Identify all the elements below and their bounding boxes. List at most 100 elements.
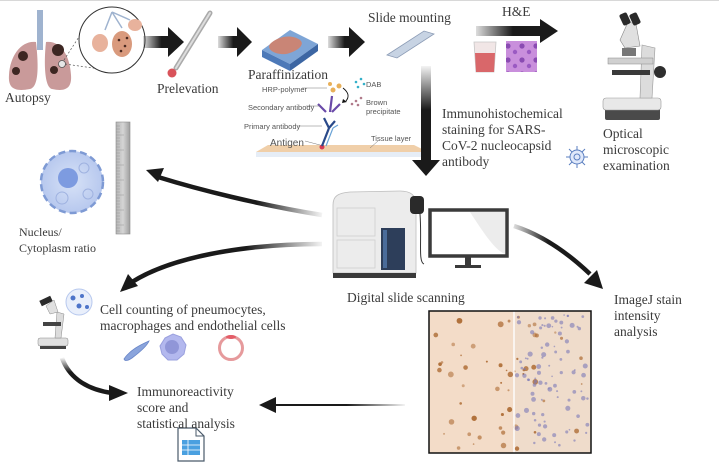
label-nc-ratio: Nucleus/ Cytoplasm ratio <box>19 225 96 255</box>
dab-stain-spot <box>505 369 508 372</box>
dab-stain-spot <box>498 426 503 430</box>
hematoxylin-nucleus <box>540 346 544 349</box>
label-tissue-layer: Tissue layer <box>371 134 412 143</box>
dab-stain-spot <box>443 432 446 435</box>
label-he: H&E <box>502 4 531 19</box>
arrowhead <box>120 274 138 292</box>
hematoxylin-nucleus <box>544 381 548 385</box>
dab-stain-spot <box>579 356 583 360</box>
hematoxylin-nucleus <box>538 316 542 320</box>
hematoxylin-nucleus <box>533 441 536 445</box>
dab-stain-spot <box>461 384 465 388</box>
hematoxylin-nucleus <box>551 375 553 378</box>
hematoxylin-nucleus <box>524 357 527 360</box>
arrowhead <box>584 270 603 289</box>
hematoxylin-nucleus <box>541 412 545 417</box>
hematoxylin-nucleus <box>541 324 544 327</box>
lungs-icon <box>8 10 72 90</box>
hematoxylin-nucleus <box>526 378 530 382</box>
hematoxylin-nucleus <box>532 411 536 416</box>
glass-slide-icon <box>386 30 435 59</box>
label-cell-counting: Cell counting of pneumocytes, macrophage… <box>100 302 286 333</box>
dab-stain-spot <box>437 367 442 373</box>
dab-stain-spot <box>507 371 514 378</box>
dab-stain-spot <box>507 319 511 323</box>
dab-stain-spot <box>460 354 462 357</box>
dab-stain-spot <box>516 357 519 361</box>
hematoxylin-nucleus <box>540 398 543 401</box>
dab-stain-spot <box>470 343 476 349</box>
dab-stain-spot <box>574 428 580 434</box>
hematoxylin-nucleus <box>543 420 546 423</box>
hematoxylin-nucleus <box>572 390 577 394</box>
hematoxylin-nucleus <box>554 319 558 323</box>
dab-stain-spot <box>498 363 503 368</box>
dab-stain-spot <box>451 342 456 347</box>
label-dab: DAB <box>366 80 382 89</box>
dab-stain-spot <box>497 321 504 328</box>
macrophage-icon <box>159 333 187 361</box>
label-paraffinization: Paraffinization <box>248 67 328 82</box>
dab-stain-spot <box>533 430 537 434</box>
dab-stain-spot <box>501 430 506 435</box>
pneumocyte-icon <box>123 340 150 361</box>
hematoxylin-nucleus <box>531 397 536 402</box>
dab-stain-spot <box>477 435 482 440</box>
hematoxylin-nucleus <box>571 370 576 375</box>
arrow-imagej-to-score <box>259 397 405 413</box>
arrow-slide-to-scanner <box>412 66 440 176</box>
arrow-paraffin-to-slide <box>328 27 365 57</box>
hematoxylin-nucleus <box>553 383 557 388</box>
hematoxylin-nucleus <box>553 345 556 348</box>
hematoxylin-nucleus <box>544 317 547 320</box>
label-ihc-staining: Immunohistochemical staining for SARS- C… <box>442 106 563 169</box>
hematoxylin-nucleus <box>532 383 537 387</box>
hematoxylin-nucleus <box>558 443 561 447</box>
hematoxylin-nucleus <box>551 325 554 328</box>
hematoxylin-nucleus <box>536 370 541 375</box>
hematoxylin-nucleus <box>573 439 576 442</box>
dab-stain-spot <box>438 362 442 367</box>
hematoxylin-nucleus <box>557 331 562 336</box>
arrow-scanner-to-nc-ratio <box>157 174 323 218</box>
hematoxylin-nucleus <box>550 316 555 320</box>
dab-stain-spot <box>433 332 439 338</box>
hematoxylin-nucleus <box>523 367 526 371</box>
hematoxylin-nucleus <box>585 431 588 435</box>
hematoxylin-nucleus <box>534 377 537 380</box>
hematoxylin-nucleus <box>568 428 571 431</box>
hematoxylin-nucleus <box>533 379 538 384</box>
dab-stain-spot <box>471 415 477 421</box>
hematoxylin-nucleus <box>569 322 575 328</box>
hematoxylin-nucleus <box>533 418 537 422</box>
alveoli-magnifier-icon <box>63 6 146 74</box>
label-autopsy: Autopsy <box>5 90 51 105</box>
ihc-antibody-diagram <box>256 77 428 157</box>
cell-icon <box>39 149 105 215</box>
label-prelevation: Prelevation <box>157 81 219 96</box>
paraffin-block-icon <box>262 30 318 71</box>
hematoxylin-nucleus <box>539 326 543 330</box>
dab-stain-spot <box>472 443 475 445</box>
dab-stain-spot <box>457 318 460 321</box>
hematoxylin-nucleus <box>577 326 582 331</box>
hematoxylin-nucleus <box>556 390 559 393</box>
hematoxylin-nucleus <box>538 380 543 385</box>
hematoxylin-nucleus <box>530 391 535 396</box>
label-digital-slide-scanning: Digital slide scanning <box>347 290 465 305</box>
hematoxylin-nucleus <box>536 432 541 437</box>
stain-beaker-icon <box>473 41 497 73</box>
hematoxylin-nucleus <box>543 324 546 327</box>
hematoxylin-nucleus <box>516 320 522 325</box>
arrow-cell-counting-to-score <box>59 357 113 396</box>
arrow-scanner-to-imagej <box>513 223 592 276</box>
dab-stain-spot <box>500 412 504 417</box>
dab-stain-spot <box>532 332 538 338</box>
hematoxylin-nucleus <box>567 398 571 402</box>
he-stained-tissue-icon <box>506 41 537 72</box>
hematoxylin-nucleus <box>514 425 520 432</box>
hematoxylin-nucleus <box>552 433 557 438</box>
label-immunoreactivity: Immunoreactivity score and statistical a… <box>137 384 235 431</box>
